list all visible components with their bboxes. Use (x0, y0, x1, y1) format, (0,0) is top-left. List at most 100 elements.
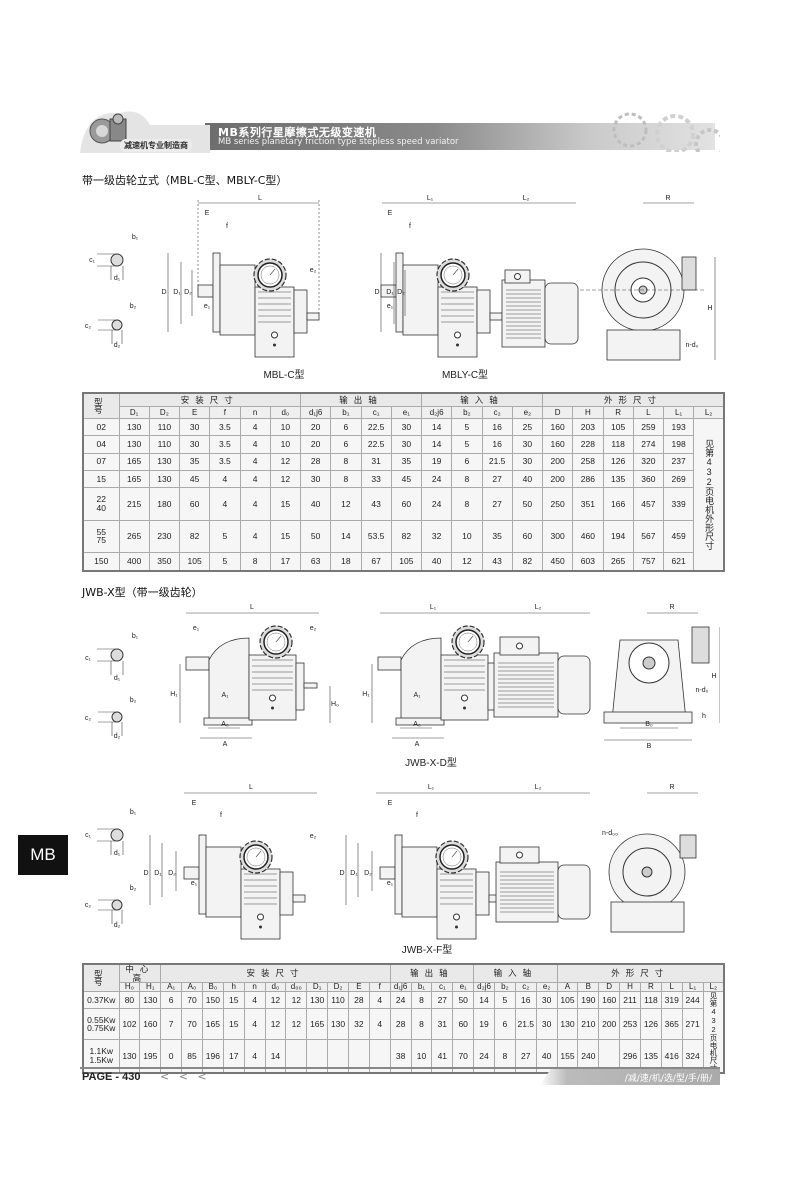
value-cell: 126 (602, 452, 634, 471)
gear-housing (400, 637, 442, 724)
value-cell: 4 (239, 418, 271, 437)
dimension-label: H₁ (362, 691, 370, 698)
gear-housing (402, 264, 439, 336)
drain-icon (463, 706, 466, 710)
value-cell: 8 (451, 487, 483, 521)
dimension-label: D₂ (168, 870, 176, 877)
page-title: MB系列行星摩擦式无级变速机 (218, 126, 377, 139)
page-number: PAGE - 430 (82, 1071, 141, 1083)
value-cell: 30 (511, 435, 544, 454)
value-cell: 19 (420, 452, 453, 471)
value-cell: 105 (556, 991, 579, 1009)
value-cell: 35 (178, 452, 211, 471)
output-shaft (306, 312, 320, 321)
column-header: n (239, 406, 271, 420)
output-shaft (489, 312, 503, 321)
dimension-label: b₂ (130, 697, 137, 704)
dimension-label: e₂ (310, 625, 317, 632)
terminal-box-gland (516, 642, 523, 650)
value-cell: 300 (541, 519, 574, 554)
column-header: d₂j6 (473, 982, 495, 992)
value-cell: 30 (390, 418, 423, 437)
dial-scale (260, 265, 280, 285)
value-cell: 4 (243, 991, 266, 1009)
column-header: H (619, 982, 641, 992)
plug-icon (461, 694, 468, 702)
value-cell: 60 (390, 487, 423, 521)
model-cell: 0.55Kw 0.75Kw (82, 1007, 120, 1041)
value-cell: 5 (209, 552, 241, 572)
column-header: d₁j6 (299, 406, 332, 420)
dimension-label: D₁ (154, 870, 162, 877)
value-cell: 28 (389, 1007, 412, 1041)
value-cell: 5 (493, 991, 516, 1009)
value-cell: 24 (473, 1039, 495, 1073)
value-cell: 16 (481, 418, 513, 437)
value-cell: 237 (662, 452, 695, 471)
end-plate (475, 871, 490, 916)
group-header: 外形尺寸 (556, 963, 725, 983)
model-cell: 150 (82, 552, 120, 572)
drain-icon (259, 925, 262, 929)
value-cell: 118 (639, 991, 662, 1009)
column-header: D₂ (327, 982, 349, 992)
column-header: b₂ (451, 406, 483, 420)
value-cell: 12 (269, 452, 302, 471)
gear-housing (401, 846, 438, 918)
value-cell: 5 (451, 418, 483, 437)
value-cell: 40 (299, 487, 332, 521)
shaft-key-section (110, 648, 124, 662)
dimension-label: d₂ (114, 922, 121, 929)
value-cell: 17 (269, 552, 302, 572)
value-cell: 126 (639, 1007, 662, 1041)
value-cell: 130 (118, 418, 150, 437)
input-shaft (183, 866, 200, 880)
column-header: A (556, 982, 579, 992)
value-cell: 4 (239, 435, 271, 454)
value-cell: 10 (451, 519, 483, 554)
input-shaft (197, 284, 214, 298)
value-cell: 400 (118, 552, 150, 572)
value-cell: 4 (209, 487, 241, 521)
column-header: R (639, 982, 662, 992)
column-header: R (602, 406, 634, 420)
column-header: D₁ (306, 982, 329, 992)
value-cell: 27 (431, 991, 454, 1009)
dimension-label: E (388, 210, 393, 217)
value-cell: 215 (118, 487, 150, 521)
dimension-label: H (711, 673, 716, 680)
shaft-key-section (110, 828, 124, 842)
column-header: e₁ (452, 982, 475, 992)
value-cell: 6 (451, 452, 483, 471)
input-shaft (379, 866, 396, 880)
value-cell: 24 (420, 469, 453, 489)
value-cell: 30 (299, 469, 332, 489)
section-tab-mb: MB (18, 835, 68, 875)
value-cell: 6 (330, 418, 362, 437)
dial-needle (255, 850, 262, 858)
model-cell: 0.37Kw (82, 991, 120, 1009)
value-cell: 5 (451, 435, 483, 454)
mounting-flange (198, 834, 207, 915)
value-cell: 190 (577, 991, 600, 1009)
dimension-label: n-d₀ (685, 342, 698, 349)
column-header: d₀ (269, 406, 302, 420)
value-cell: 603 (572, 552, 604, 572)
value-cell: 118 (602, 435, 634, 454)
value-cell: 240 (577, 1039, 600, 1073)
value-cell: 130 (118, 435, 150, 454)
column-header: d₂j6 (420, 406, 453, 420)
dimension-label: L₁ (427, 195, 434, 202)
value-cell: 459 (662, 519, 695, 554)
figure-caption: MBLY-C型 (442, 368, 488, 381)
value-cell: 60 (452, 1007, 475, 1041)
dimension-label: h (702, 713, 706, 720)
value-cell: 33 (360, 469, 392, 489)
